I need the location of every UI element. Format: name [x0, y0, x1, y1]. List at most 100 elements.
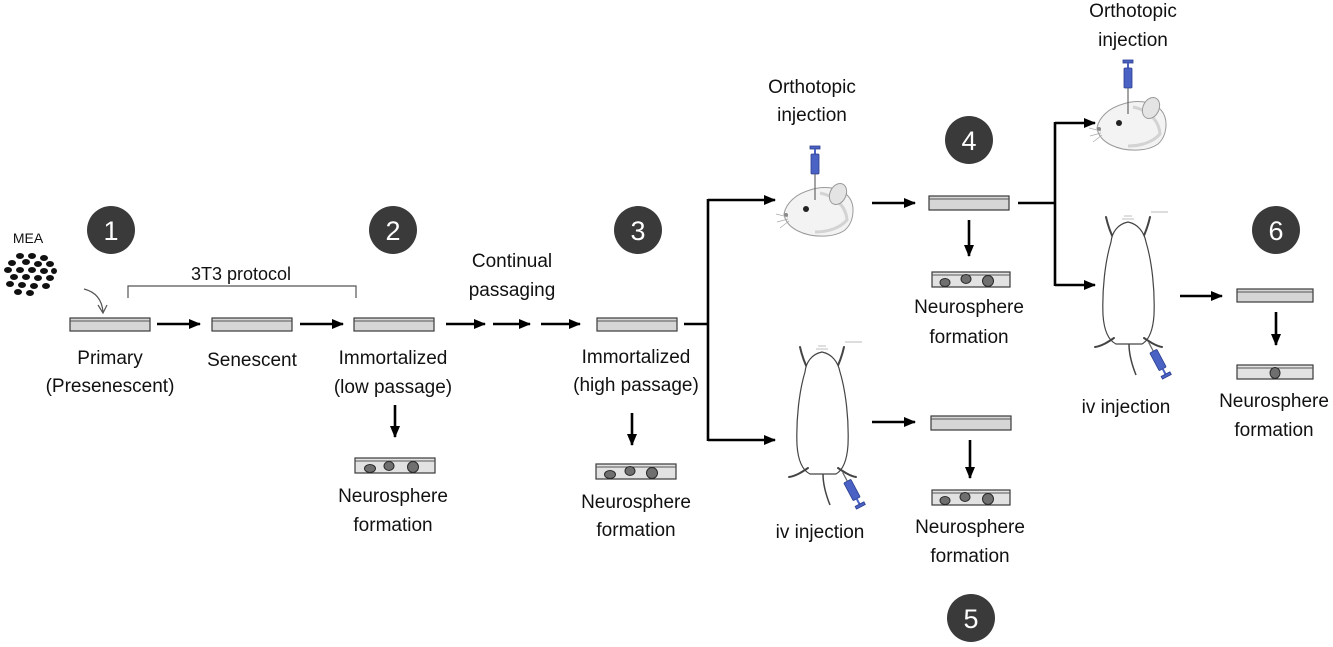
mouse-whiskers [775, 213, 790, 229]
syringe-plunger-cap [854, 501, 866, 510]
mouse-hindleg-right [837, 467, 857, 478]
neurosphere [982, 275, 994, 287]
badge-number: 6 [1268, 216, 1283, 246]
mea-cell [8, 260, 16, 266]
badge-number: 2 [385, 216, 400, 246]
mouse-ear [1141, 96, 1161, 120]
senescent-label: Senescent [207, 350, 298, 371]
mouse-body [796, 351, 849, 475]
syringe-plunger-cap [1160, 371, 1172, 380]
neurosphere-label-2-line2: formation [596, 520, 675, 541]
mouse-hindleg-left [1094, 337, 1115, 348]
mea-cell [51, 268, 57, 274]
culture-dish-post-iv [930, 415, 1012, 431]
mouse-whiskers [1088, 127, 1103, 143]
neurosphere [1269, 367, 1281, 379]
badge-circle [1252, 206, 1300, 254]
immortalized-high-label-line1: Immortalized [582, 347, 691, 368]
badge-circle [369, 206, 417, 254]
step-badge-6: 6 [1252, 206, 1300, 254]
mea-cell [22, 274, 30, 280]
mea-cell [16, 267, 24, 273]
mouse-snout [816, 345, 828, 350]
dish-body [928, 195, 1010, 211]
dish-body [596, 317, 678, 332]
mouse-body-iv-1 [788, 341, 866, 510]
orthotopic-1-label-line1: Orthotopic [768, 77, 856, 98]
neurosphere [959, 492, 971, 502]
immortalized-low-label-line1: Immortalized [339, 348, 448, 369]
culture-dish-senescent [211, 317, 293, 332]
mea-cell [40, 268, 48, 274]
step-badge-4: 4 [945, 116, 993, 164]
mouse-eye [1116, 120, 1122, 126]
syringe-barrel [843, 479, 861, 501]
mea-cell [26, 290, 34, 296]
orthotopic-2-label-line1: Orthotopic [1089, 1, 1177, 22]
mouse-hindleg-left [788, 467, 809, 478]
neurosphere [982, 493, 994, 505]
mouse-snout [1122, 215, 1134, 220]
mea-cell [34, 261, 42, 267]
passaging-label-line1: Continual [472, 251, 552, 272]
step-badge-1: 1 [87, 206, 135, 254]
primary-label-line1: Primary [77, 348, 143, 369]
badge-circle [614, 206, 662, 254]
neurosphere-label-3-line2: formation [929, 327, 1008, 348]
syringe-icon [842, 472, 866, 510]
mea-cell [18, 282, 26, 288]
syringe-barrel [1149, 349, 1167, 371]
mea-label: MEA [13, 230, 44, 246]
passaging-label-line2: passaging [469, 280, 556, 301]
syringe-plunger [1161, 368, 1167, 375]
badge-circle [87, 206, 135, 254]
curved-arrow-mea-to-primary [83, 288, 108, 315]
iv-1-label: iv injection [776, 522, 865, 543]
mea-cell [6, 281, 14, 287]
step-badge-3: 3 [614, 206, 662, 254]
mea-cell [46, 261, 54, 267]
mea-cell [28, 253, 36, 259]
mouse-ear [828, 182, 848, 206]
orthotopic-1-label-line2: injection [777, 105, 847, 126]
neurosphere [960, 274, 972, 284]
badge-number: 3 [630, 216, 645, 246]
mea-cell-cluster [4, 253, 57, 296]
syringe-plunger-cap [809, 145, 821, 150]
neurosphere-label-1-line1: Neurosphere [338, 486, 448, 507]
mea-cell [46, 275, 54, 281]
culture-dish-step-6 [1236, 288, 1314, 303]
primary-label-line2: (Presenescent) [46, 376, 175, 397]
neurosphere [646, 467, 658, 479]
neurosphere-dish-low-passage [354, 457, 436, 474]
dish-body [353, 317, 435, 332]
mouse-hindleg-right [1143, 337, 1163, 348]
dish-body [69, 317, 151, 332]
step-badge-2: 2 [369, 206, 417, 254]
immortalized-low-label-line2: (low passage) [334, 377, 452, 398]
mouse-eye [803, 206, 809, 212]
neurosphere-label-5-line1: Neurosphere [1219, 391, 1329, 412]
syringe-needle [842, 472, 848, 482]
badge-number: 1 [103, 216, 118, 246]
immortalized-high-label-line2: (high passage) [573, 375, 699, 396]
mouse-tail [822, 473, 831, 506]
dish-body [930, 415, 1012, 431]
badge-circle [947, 594, 995, 642]
neurosphere-dish-high-passage [595, 463, 677, 480]
syringe-barrel [810, 153, 820, 175]
neurosphere-dish-post-iv [931, 489, 1011, 506]
protocol-bracket [127, 285, 357, 298]
neurosphere-label-3-line1: Neurosphere [914, 297, 1024, 318]
mouse-head-orthotopic-2 [1088, 59, 1167, 151]
neurosphere [939, 496, 951, 505]
mouse-body [1102, 221, 1155, 345]
syringe-icon [809, 145, 821, 200]
iv-2-label: iv injection [1082, 397, 1171, 418]
mea-cell [28, 267, 36, 273]
culture-dish-primary [69, 317, 151, 332]
protocol-label: 3T3 protocol [191, 264, 291, 284]
neurosphere [364, 464, 376, 473]
neurosphere [407, 461, 419, 473]
